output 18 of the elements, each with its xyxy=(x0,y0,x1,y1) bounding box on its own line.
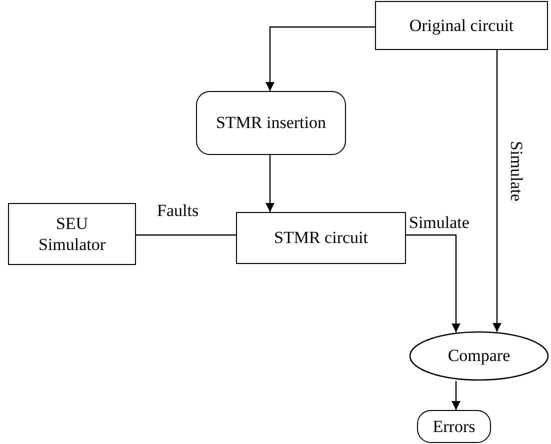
node-label: STMR insertion xyxy=(216,112,326,134)
process-box xyxy=(236,212,406,264)
process-box xyxy=(375,1,548,50)
connector-line xyxy=(136,234,236,236)
node-label: Compare xyxy=(448,345,510,367)
arrow xyxy=(266,155,274,212)
arrow xyxy=(492,50,502,332)
rounded-box xyxy=(417,410,491,443)
node-label: Original circuit xyxy=(409,14,514,36)
arrow xyxy=(452,381,460,410)
rounded-box xyxy=(196,91,346,155)
node-label: Errors xyxy=(432,416,476,438)
node-label: STMR circuit xyxy=(274,227,368,249)
process-box xyxy=(8,203,136,265)
ellipse-node xyxy=(409,331,549,381)
node-label: SEU Simulator xyxy=(37,212,107,256)
arrow xyxy=(406,234,460,332)
arrow xyxy=(266,26,375,91)
